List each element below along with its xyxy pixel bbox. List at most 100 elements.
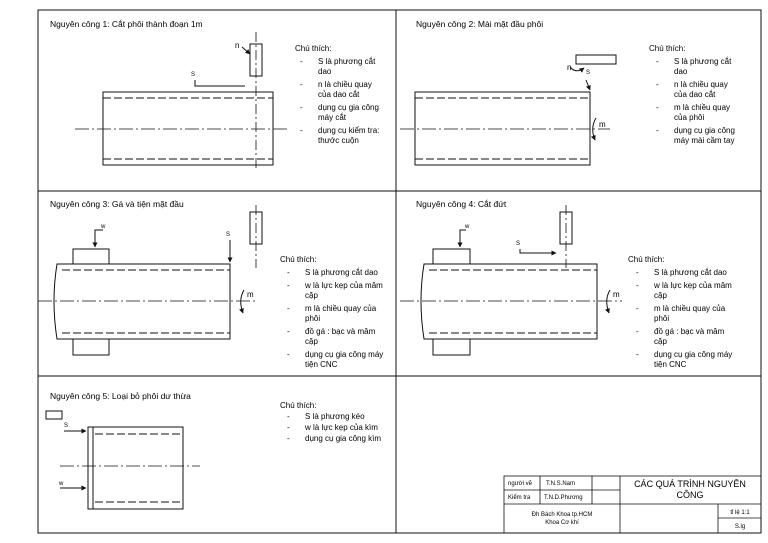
- panel-1: Nguyên công 1: Cắt phôi thành đoạn 1m n …: [50, 19, 379, 171]
- note-1-4-b: thước cuộn: [318, 136, 359, 145]
- svg-text:-: -: [287, 423, 290, 432]
- note-1-1-a: S là phương cắt: [318, 57, 376, 66]
- checked-by-label: Kiểm tra: [508, 494, 531, 501]
- rotation-m-arrow-3: [239, 289, 245, 314]
- note-2-3-a: m là chiều quay: [674, 103, 730, 112]
- note-1-3-a: dụng cụ gia công: [318, 103, 379, 112]
- clamp-w-arrow-4: [457, 229, 466, 248]
- rotation-n-arrow-1: [241, 46, 251, 55]
- note-5-3-a: dụng cụ gia công kìm: [305, 434, 381, 443]
- panel-4: Nguyên công 4: Cắt đứt S w m Chú thích: …: [400, 199, 732, 369]
- note-3-4-b: cặp: [305, 337, 318, 346]
- note-4-4-a: đồ gá : bạc và mâm: [654, 327, 725, 336]
- svg-text:-: -: [636, 350, 639, 359]
- feed-s-arrow-4: [519, 249, 557, 256]
- rotation-n-arrow-2: [569, 66, 585, 73]
- note-5-1-a: S là phương kéo: [305, 412, 365, 421]
- panel-3: Nguyên công 3: Gá và tiện mặt đầu S w m …: [38, 199, 383, 369]
- note-3-3-a: m là chiều quay của: [305, 304, 377, 313]
- workpiece-2: [400, 91, 610, 166]
- note-2-4-b: máy mài cầm tay: [674, 136, 734, 145]
- label-n-2: n: [567, 63, 571, 72]
- svg-text:-: -: [300, 57, 303, 66]
- svg-text:-: -: [300, 80, 303, 89]
- note-3-5-b: tiện CNC: [305, 360, 338, 369]
- svg-text:-: -: [656, 80, 659, 89]
- notes-2: Chú thích: - S là phương cắt dao - n là …: [649, 44, 735, 145]
- note-2-4-a: dụng cụ gia công: [674, 126, 735, 135]
- workpiece-5: [45, 410, 200, 510]
- label-m-4: m: [613, 290, 620, 299]
- note-4-3-a: m là chiều quay của: [654, 304, 726, 313]
- notes-3-title: Chú thích:: [280, 255, 316, 264]
- notes-3: Chú thích: - S là phương cắt dao - w là …: [280, 255, 383, 369]
- label-s-3: S: [226, 232, 230, 238]
- workpiece-3: [38, 248, 255, 356]
- note-4-2-a: w là lực kẹp của mâm: [653, 281, 732, 290]
- note-3-2-a: w là lực kẹp của mâm: [304, 281, 383, 290]
- workpiece-1: [75, 91, 290, 166]
- label-w-3: w: [100, 224, 106, 230]
- school-line-1: Đh Bách Khoa tp.HCM: [532, 512, 593, 518]
- notes-5: Chú thích: - S là phương kéo - w là lực …: [280, 401, 381, 443]
- grinder-2: [575, 54, 617, 65]
- checked-by-value: T.N.D.Phương: [544, 495, 583, 501]
- drawing-title-line-1: CÁC QUÁ TRÌNH NGUYÊN: [634, 479, 746, 489]
- notes-5-title: Chú thích:: [280, 401, 316, 410]
- drawing-title-line-2: CÔNG: [677, 490, 704, 500]
- school-line-2: Khoa Cơ khí: [545, 520, 579, 526]
- note-3-5-a: dụng cụ gia công máy: [305, 350, 383, 359]
- note-3-3-b: phôi: [305, 314, 320, 323]
- panel-2-title: Nguyên công 2: Mài mặt đầu phôi: [416, 19, 543, 29]
- label-s-4: S: [516, 241, 520, 247]
- title-block: người vẽ T.N.S.Nam Kiểm tra T.N.D.Phương…: [503, 475, 762, 534]
- label-n-1: n: [235, 41, 239, 50]
- label-m-3: m: [247, 290, 254, 299]
- note-1-2-b: của dao cắt: [318, 90, 360, 99]
- label-s-2: S: [586, 70, 590, 76]
- scale-label: tỉ lệ 1:1: [730, 509, 750, 516]
- note-4-4-b: cặp: [654, 337, 667, 346]
- panel-3-title: Nguyên công 3: Gá và tiện mặt đầu: [50, 199, 184, 209]
- svg-text:-: -: [300, 103, 303, 112]
- notes-4-title: Chú thích:: [628, 255, 664, 264]
- note-2-2-a: n là chiều quay: [674, 80, 728, 89]
- svg-text:-: -: [287, 327, 290, 336]
- note-3-1-a: S là phương cắt dao: [305, 268, 378, 277]
- panel-4-title: Nguyên công 4: Cắt đứt: [416, 199, 507, 209]
- notes-2-title: Chú thích:: [649, 44, 685, 53]
- cutting-tool-3: [249, 205, 263, 268]
- drawn-by-label: người vẽ: [508, 481, 533, 487]
- sheet-frame: [37, 9, 762, 534]
- svg-text:-: -: [287, 350, 290, 359]
- label-s-1: S: [191, 72, 195, 78]
- feed-s-arrow-1: [194, 80, 245, 87]
- svg-text:-: -: [287, 268, 290, 277]
- notes-4: Chú thích: - S là phương cắt dao - w là …: [628, 255, 732, 369]
- panel-2: Nguyên công 2: Mài mặt đầu phôi n S m Ch…: [400, 19, 735, 166]
- cutting-tool-4: [559, 205, 573, 268]
- note-4-3-b: phôi: [654, 314, 669, 323]
- label-m-2: m: [599, 120, 606, 129]
- sheet-label: S.lg: [735, 524, 745, 530]
- note-5-2-a: w là lực kẹp của kìm: [304, 423, 378, 432]
- workpiece-4: [400, 248, 622, 356]
- panel-1-title: Nguyên công 1: Cắt phôi thành đoạn 1m: [50, 19, 203, 29]
- svg-text:-: -: [636, 268, 639, 277]
- note-2-1-b: dao: [674, 67, 688, 76]
- clamp-w-arrow-3: [92, 229, 103, 248]
- panel-5: Nguyên công 5: Loại bỏ phôi dư thừa S w …: [45, 391, 381, 510]
- rotation-m-arrow-2: [590, 117, 597, 141]
- svg-text:-: -: [656, 126, 659, 135]
- svg-text:-: -: [287, 281, 290, 290]
- note-4-2-b: cặp: [654, 291, 667, 300]
- panel-5-title: Nguyên công 5: Loại bỏ phôi dư thừa: [50, 391, 191, 401]
- svg-text:-: -: [287, 434, 290, 443]
- note-1-2-a: n là chiều quay: [318, 80, 372, 89]
- notes-1-title: Chú thích:: [295, 44, 331, 53]
- svg-text:-: -: [656, 57, 659, 66]
- label-w-5: w: [58, 481, 64, 487]
- note-1-3-b: máy cắt: [318, 113, 347, 122]
- saw-blade-1: [249, 32, 263, 171]
